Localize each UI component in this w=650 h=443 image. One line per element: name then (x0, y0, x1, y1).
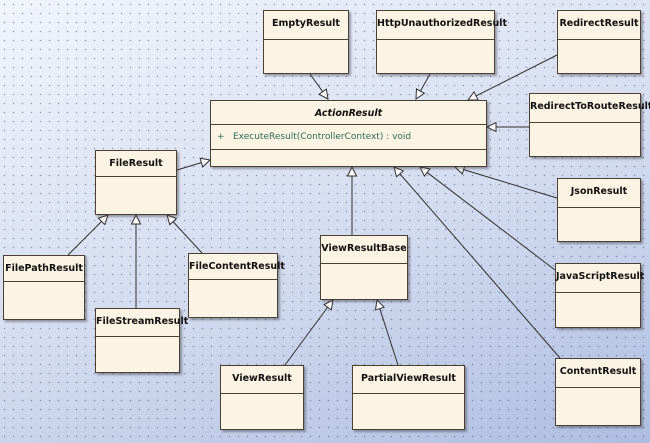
class-name: HttpUnauthorizedResult (377, 18, 508, 29)
compartment-divider (353, 393, 464, 394)
class-name: FileContentResult (189, 261, 285, 272)
class-redirect-result[interactable]: RedirectResult (557, 10, 641, 74)
edge-line (172, 221, 203, 254)
generalization-file-stream-result-to-file-result (130, 213, 142, 308)
compartment-divider (189, 279, 277, 280)
generalization-redirect-to-route-result-to-action-result (485, 121, 529, 133)
generalization-file-content-result-to-file-result (166, 214, 203, 254)
compartment-divider (96, 176, 176, 177)
compartment-divider (558, 39, 640, 40)
class-view-result[interactable]: ViewResult (220, 365, 304, 430)
class-name: ActionResult (314, 108, 383, 119)
class-name: FileResult (109, 158, 163, 169)
hollow-triangle-arrowhead (323, 299, 334, 311)
hollow-triangle-arrowhead (419, 166, 431, 177)
class-json-result[interactable]: JsonResult (557, 178, 641, 242)
class-file-result[interactable]: FileResult (95, 150, 177, 215)
operation-execute-result[interactable]: + ExecuteResult(ControllerContext) : void (217, 131, 411, 143)
class-name: PartialViewResult (361, 373, 456, 384)
generalization-partial-view-result-to-view-result-base (374, 298, 399, 366)
class-name: EmptyResult (272, 18, 340, 29)
class-redirect-to-route-result[interactable]: RedirectToRouteResult (529, 93, 650, 157)
compartment-divider (264, 39, 348, 40)
compartment-divider (4, 281, 84, 282)
generalization-file-path-result-to-file-result (67, 214, 109, 256)
class-name: ViewResult (232, 373, 292, 384)
operation-signature: ExecuteResult(ControllerContext) : void (233, 132, 412, 142)
edge-line (379, 308, 399, 366)
class-name: FileStreamResult (96, 316, 189, 327)
generalization-http-unauthorized-result-to-action-result (415, 73, 431, 100)
hollow-triangle-arrowhead (97, 214, 109, 226)
generalization-javascript-result-to-action-result (419, 166, 556, 271)
class-name: JsonResult (570, 186, 628, 197)
class-view-result-base[interactable]: ViewResultBase (320, 235, 408, 300)
edge-line (399, 173, 561, 359)
hollow-triangle-arrowhead (166, 214, 178, 226)
class-name: ContentResult (559, 366, 637, 377)
edge-line (426, 172, 556, 271)
compartment-divider (221, 393, 303, 394)
compartment-divider (96, 336, 179, 337)
class-http-unauthorized-result[interactable]: HttpUnauthorizedResult (376, 10, 508, 74)
edge-line (463, 169, 558, 199)
generalization-file-result-to-action-result (176, 157, 212, 171)
edge-line (419, 73, 431, 92)
hollow-triangle-arrowhead (318, 88, 329, 100)
edge-line (284, 306, 329, 366)
generalization-json-result-to-action-result (453, 164, 558, 199)
generalization-view-result-to-view-result-base (284, 299, 334, 366)
generalization-content-result-to-action-result (393, 166, 561, 359)
compartment-divider (556, 387, 640, 388)
compartment-divider (556, 292, 640, 293)
class-file-stream-result[interactable]: FileStreamResult (95, 308, 189, 373)
class-action-result[interactable]: ActionResult + ExecuteResult(ControllerCo… (210, 100, 487, 167)
generalization-empty-result-to-action-result (309, 73, 329, 100)
edge-line (67, 221, 102, 256)
class-name: JavaScriptResult (556, 271, 645, 282)
compartment-divider (377, 39, 494, 40)
hollow-triangle-arrowhead (374, 298, 385, 311)
compartment-divider (211, 124, 486, 125)
visibility-marker: + (217, 132, 225, 142)
class-name: RedirectResult (559, 18, 639, 29)
class-content-result[interactable]: ContentResult (555, 358, 641, 426)
hollow-triangle-arrowhead (130, 213, 142, 225)
hollow-triangle-arrowhead (393, 166, 405, 178)
class-name: RedirectToRouteResult (530, 101, 650, 112)
class-file-path-result[interactable]: FilePathResult (3, 255, 85, 320)
class-javascript-result[interactable]: JavaScriptResult (555, 263, 645, 328)
compartment-divider (321, 263, 407, 264)
edge-line (309, 73, 324, 92)
compartment-divider (211, 149, 486, 150)
hollow-triangle-arrowhead (199, 157, 212, 168)
class-empty-result[interactable]: EmptyResult (263, 10, 349, 74)
generalization-redirect-result-to-action-result (467, 54, 558, 101)
hollow-triangle-arrowhead (346, 165, 358, 177)
edge-line (475, 54, 558, 97)
compartment-divider (558, 207, 640, 208)
class-name: ViewResultBase (321, 243, 407, 254)
generalization-view-result-base-to-action-result (346, 165, 358, 235)
hollow-triangle-arrowhead (415, 88, 426, 100)
hollow-triangle-arrowhead (467, 90, 479, 101)
compartment-divider (530, 122, 640, 123)
class-file-content-result[interactable]: FileContentResult (188, 253, 285, 318)
hollow-triangle-arrowhead (485, 121, 497, 133)
class-name: FilePathResult (5, 263, 83, 274)
class-partial-view-result[interactable]: PartialViewResult (352, 365, 465, 430)
edge-line (176, 162, 202, 171)
